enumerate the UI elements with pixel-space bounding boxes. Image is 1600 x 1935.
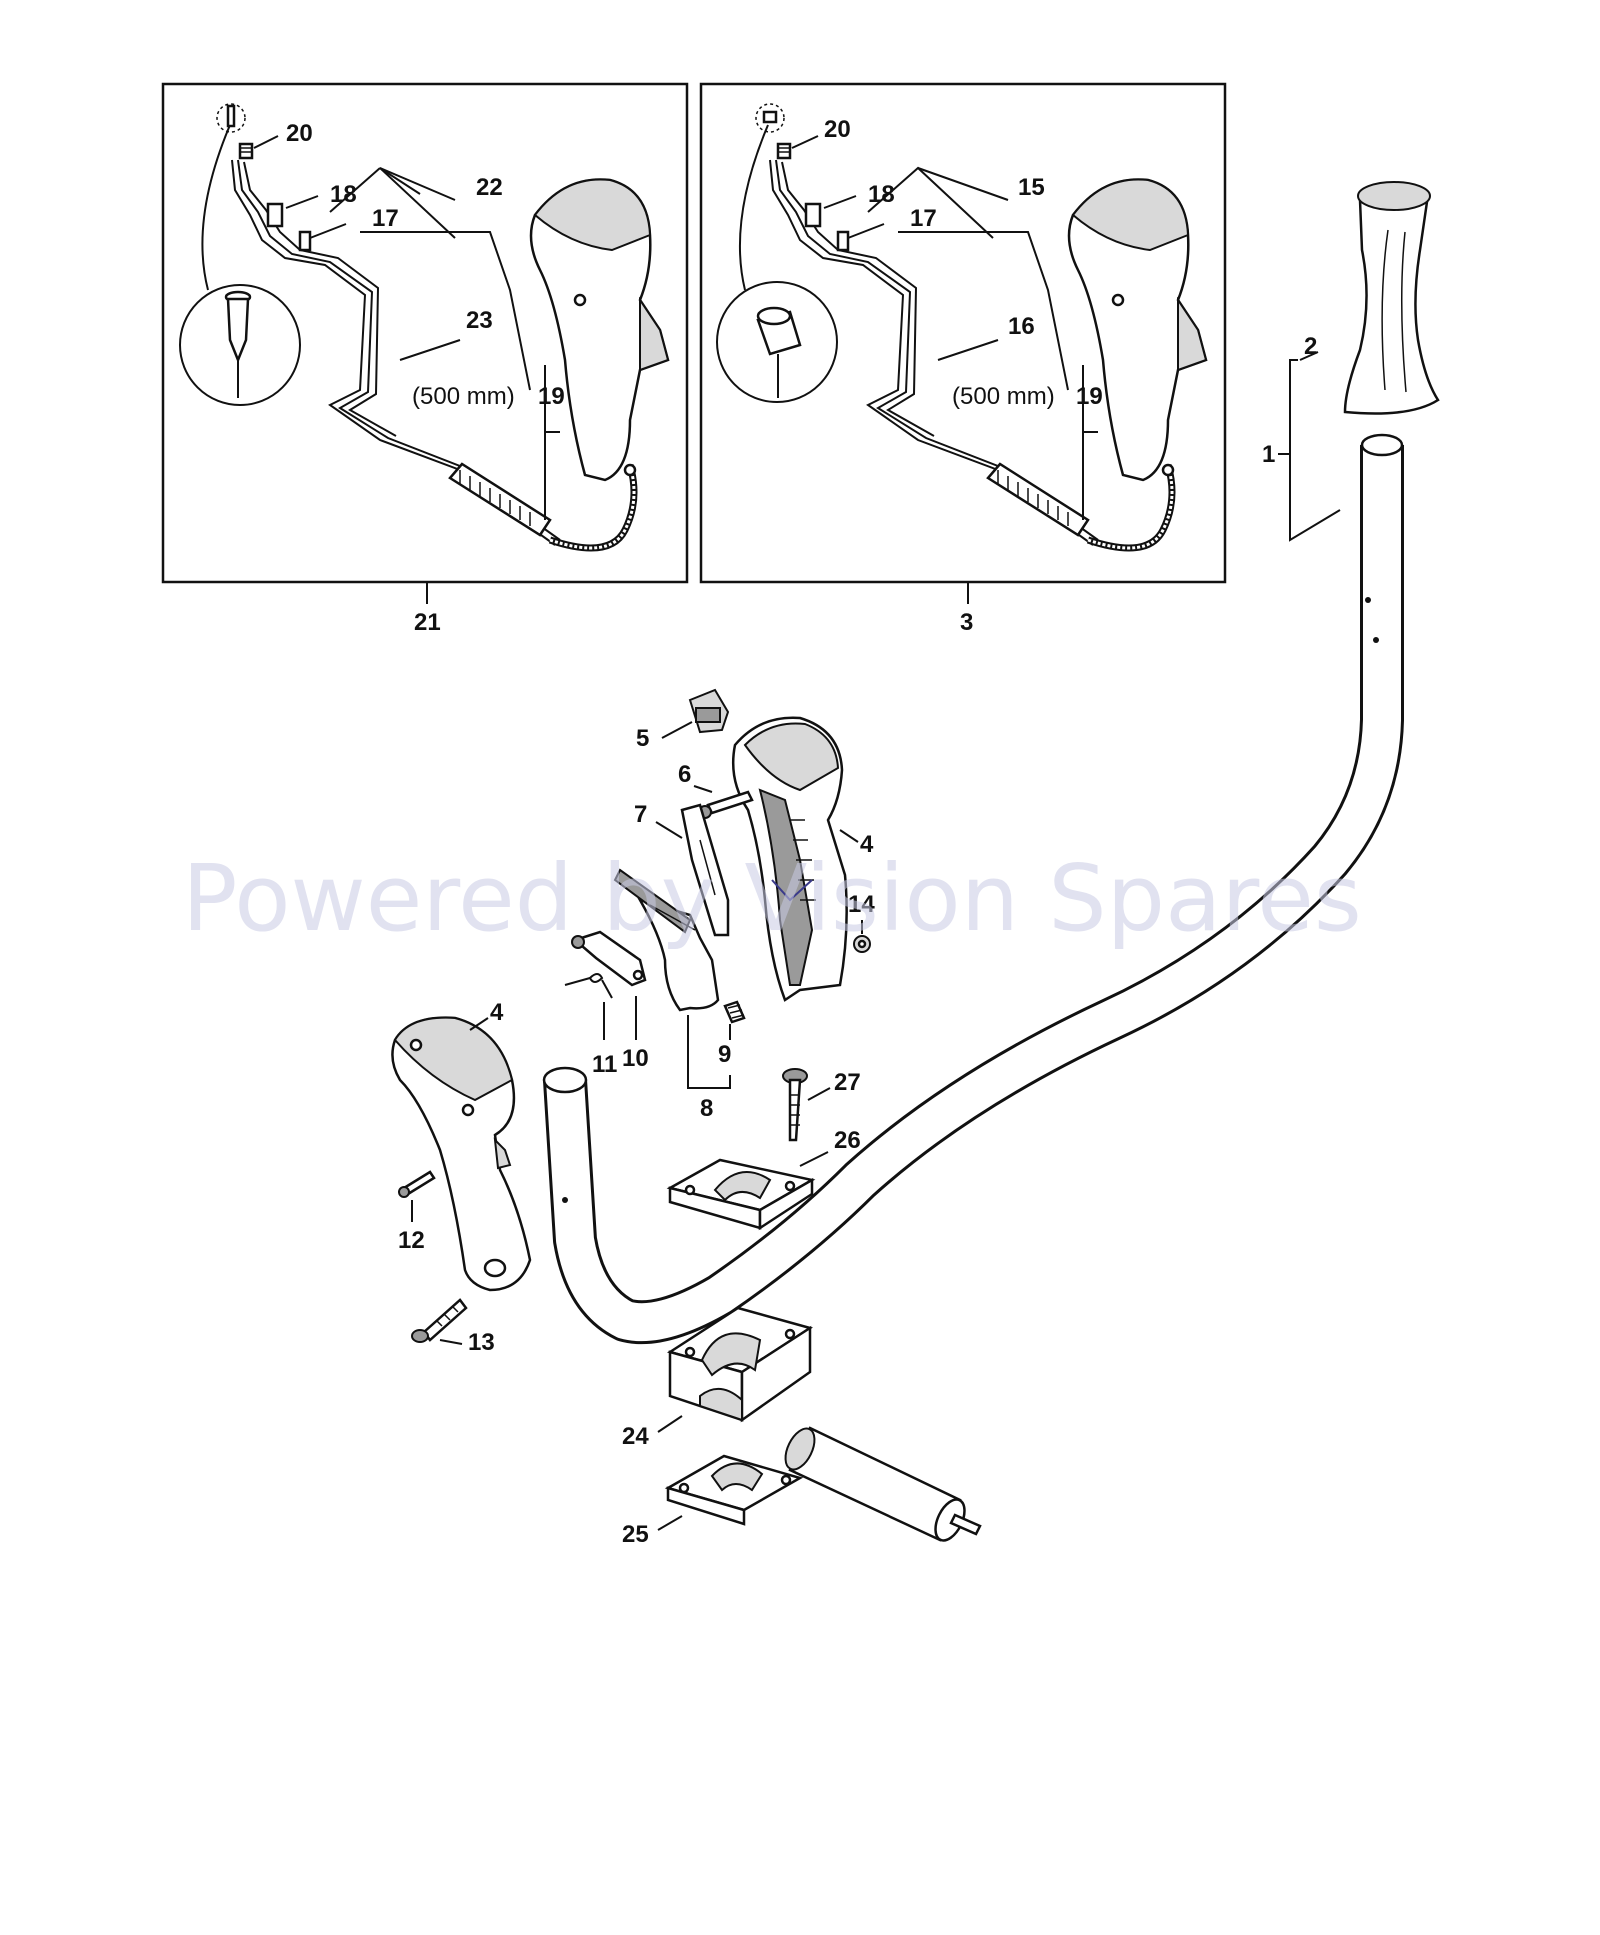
- clamp-lower-icon: [664, 1454, 804, 1526]
- callout-15: 15: [1018, 174, 1045, 201]
- callout-1: 1: [1262, 441, 1275, 468]
- lever-icon: [680, 803, 730, 937]
- callout-27: 27: [834, 1069, 861, 1096]
- small-spring-icon: [723, 1000, 746, 1024]
- callout-2: 2: [1304, 333, 1317, 360]
- callout-5: 5: [636, 725, 649, 752]
- callout-9: 9: [718, 1041, 731, 1068]
- handle-housing-icon: [529, 178, 670, 482]
- trigger-icon: [613, 868, 720, 1012]
- handle-housing-open-icon: [731, 716, 848, 1002]
- inset-right-caption: 3: [960, 609, 973, 636]
- screw-icon: [238, 142, 254, 160]
- clamp-base-icon: [666, 1306, 814, 1423]
- screw-icon: [782, 1068, 808, 1142]
- screw-icon: [411, 1298, 468, 1343]
- callout-14: 14: [848, 891, 875, 918]
- coil-spring-icon: [448, 462, 552, 537]
- length-label: (500 mm): [412, 383, 515, 410]
- pin-icon: [698, 790, 754, 819]
- screw-icon: [776, 142, 792, 160]
- callout-26: 26: [834, 1127, 861, 1154]
- callout-18: 18: [868, 181, 895, 208]
- handle-housing-icon: [1067, 178, 1208, 482]
- switch-icon: [688, 688, 730, 734]
- length-label: (500 mm): [952, 383, 1055, 410]
- callout-6: 6: [678, 761, 691, 788]
- nut-icon: [853, 935, 871, 953]
- callout-25: 25: [622, 1521, 649, 1548]
- inset-left: 20 18 17 22 23 (500 mm) 19 21: [161, 82, 689, 636]
- callout-19: 19: [538, 383, 565, 410]
- callout-19: 19: [1076, 383, 1103, 410]
- callout-16: 16: [1008, 313, 1035, 340]
- callout-20: 20: [286, 120, 313, 147]
- handle-housing-closed-icon: [391, 1016, 532, 1292]
- watermark: Powered by Vision Spares: [182, 845, 1362, 952]
- interlock-lever-icon: [571, 930, 647, 987]
- callout-12: 12: [398, 1227, 425, 1254]
- callout-20: 20: [824, 116, 851, 143]
- callout-7: 7: [634, 801, 647, 828]
- callout-11: 11: [592, 1051, 617, 1078]
- screw-icon: [398, 1170, 436, 1198]
- callout-13: 13: [468, 1329, 495, 1356]
- handlebar-icon: [542, 433, 1404, 1345]
- callout-17: 17: [910, 205, 937, 232]
- connector-sleeve-icon: [756, 306, 802, 398]
- torsion-spring-icon: [564, 973, 613, 999]
- callout-23: 23: [466, 307, 493, 334]
- callout-17: 17: [372, 205, 399, 232]
- callout-4: 4: [860, 831, 874, 858]
- coil-spring-icon: [986, 462, 1090, 537]
- callout-22: 22: [476, 174, 503, 201]
- callout-10: 10: [622, 1045, 649, 1072]
- inset-left-caption: 21: [414, 609, 441, 636]
- callout-24: 24: [622, 1423, 649, 1450]
- clamp-upper-icon: [666, 1158, 816, 1231]
- grip-icon: [1343, 181, 1440, 415]
- drive-tube-icon: [784, 1426, 982, 1542]
- callout-8: 8: [700, 1095, 713, 1122]
- inset-right: 20 18 17 15 16 (500 mm) 19 3: [699, 82, 1227, 636]
- callout-18: 18: [330, 181, 357, 208]
- callout-4: 4: [490, 999, 504, 1026]
